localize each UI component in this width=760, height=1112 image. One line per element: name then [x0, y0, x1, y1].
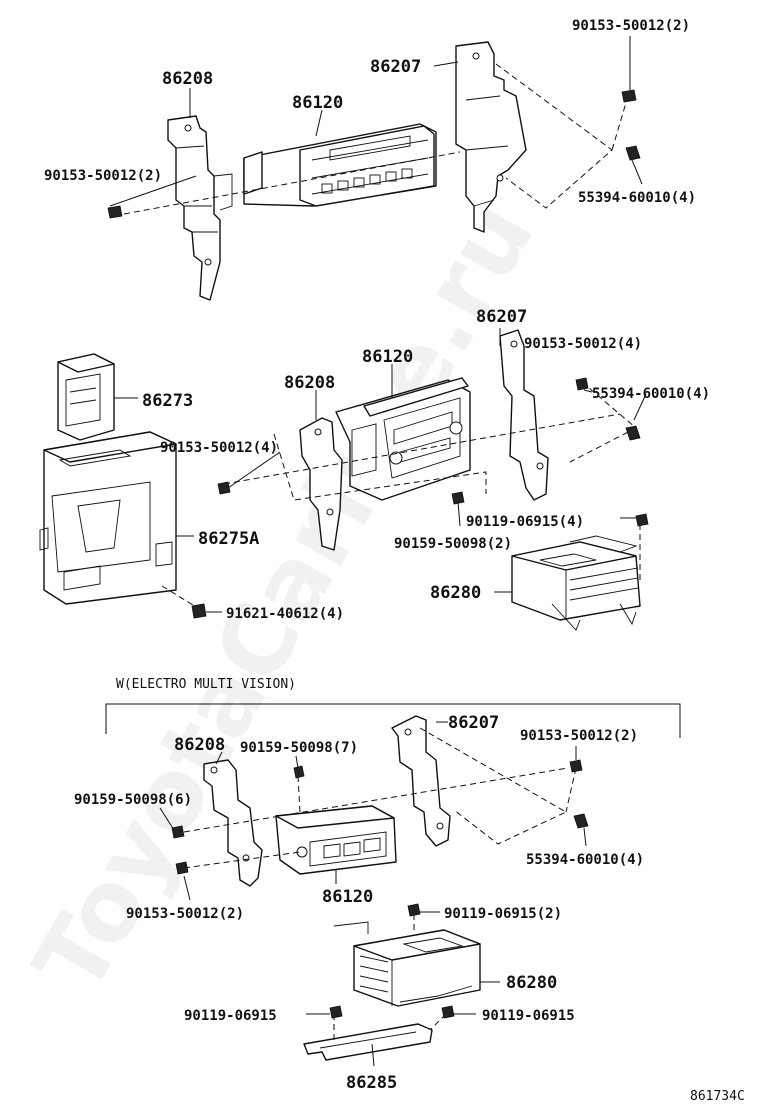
bot-screw-left — [171, 825, 185, 839]
top-bracket-right — [455, 41, 527, 233]
label-91621: 91621-40612(4) — [226, 606, 344, 622]
top-screw-right — [621, 36, 637, 103]
label-86208-bot: 86208 — [174, 735, 225, 755]
label-55394-mid: 55394-60010(4) — [592, 386, 710, 402]
label-86120-bot: 86120 — [322, 887, 373, 907]
mid-computer-86275A — [39, 431, 177, 605]
label-86207-bot: 86207 — [448, 713, 499, 733]
label-90153-mid-right: 90153-50012(4) — [524, 336, 642, 352]
bot-screw-top — [293, 765, 305, 779]
label-86285: 86285 — [346, 1073, 397, 1093]
label-86273: 86273 — [142, 391, 193, 411]
mid-screw-left — [217, 481, 231, 495]
top-radio-buttons — [321, 168, 413, 194]
mid-module-86273 — [57, 353, 115, 441]
label-55394-bot: 55394-60010(4) — [526, 852, 644, 868]
top-screw-left — [107, 205, 123, 219]
top-radio-unit — [243, 123, 437, 207]
label-90119-bot-top: 90119-06915(2) — [444, 906, 562, 922]
mid-radio-unit — [335, 377, 471, 501]
top-nut-right — [625, 145, 641, 161]
label-86208-top: 86208 — [162, 69, 213, 89]
bot-screw-right — [569, 759, 583, 773]
mid-bracket-left — [299, 417, 343, 551]
bot-bracket-right — [391, 715, 451, 847]
mid-screw-right — [575, 377, 589, 391]
bot-bracket-86285 — [303, 1023, 433, 1061]
bot-screw-left-bottom — [175, 861, 189, 875]
bottom-section: W(ELECTRO MULTI VISION) — [74, 677, 681, 1093]
mid-screw-bottom — [451, 491, 465, 505]
label-86275A: 86275A — [198, 529, 259, 549]
label-90159-bot-top: 90159-50098(7) — [240, 740, 358, 756]
label-90119-bot-left: 90119-06915 — [184, 1008, 277, 1024]
label-90153-top-right: 90153-50012(2) — [572, 18, 690, 34]
bot-bolt-top — [407, 903, 421, 917]
mid-bolt-amp — [635, 513, 649, 527]
label-86207-top: 86207 — [370, 57, 421, 77]
mid-amplifier-86280 — [511, 535, 641, 631]
label-55394-top: 55394-60010(4) — [578, 190, 696, 206]
figure-code: 861734C — [690, 1089, 745, 1104]
label-90159-bot-left: 90159-50098(6) — [74, 792, 192, 808]
label-90153-mid-left: 90153-50012(4) — [160, 440, 278, 456]
mid-nut-right — [625, 425, 641, 441]
label-86120-top: 86120 — [292, 93, 343, 113]
label-86120-mid: 86120 — [362, 347, 413, 367]
bot-radio-unit — [275, 805, 397, 875]
mid-bracket-right — [499, 329, 549, 501]
variant-group-bracket — [105, 703, 681, 738]
label-90153-top-left: 90153-50012(2) — [44, 168, 162, 184]
bot-nut-right — [573, 813, 589, 829]
middle-section: 86207 86120 86208 86273 86275A 90153-500… — [39, 307, 710, 631]
label-86208-mid: 86208 — [284, 373, 335, 393]
bot-bolt-right — [441, 1005, 455, 1019]
label-90153-bot-right: 90153-50012(2) — [520, 728, 638, 744]
mid-bolt-computer — [191, 603, 207, 619]
top-section: 86208 86120 86207 90153-50012(2) 90153-5… — [44, 18, 696, 301]
bot-amplifier-86280 — [333, 921, 481, 1007]
label-86280-mid: 86280 — [430, 583, 481, 603]
label-90159-mid: 90159-50098(2) — [394, 536, 512, 552]
label-86207-mid: 86207 — [476, 307, 527, 327]
bot-bolt-left — [329, 1005, 343, 1019]
variant-note: W(ELECTRO MULTI VISION) — [116, 677, 296, 692]
top-bracket-left — [167, 115, 233, 301]
label-90119-mid: 90119-06915(4) — [466, 514, 584, 530]
label-90119-bot-right: 90119-06915 — [482, 1008, 575, 1024]
label-90153-bot-left: 90153-50012(2) — [126, 906, 244, 922]
label-86280-bot: 86280 — [506, 973, 557, 993]
